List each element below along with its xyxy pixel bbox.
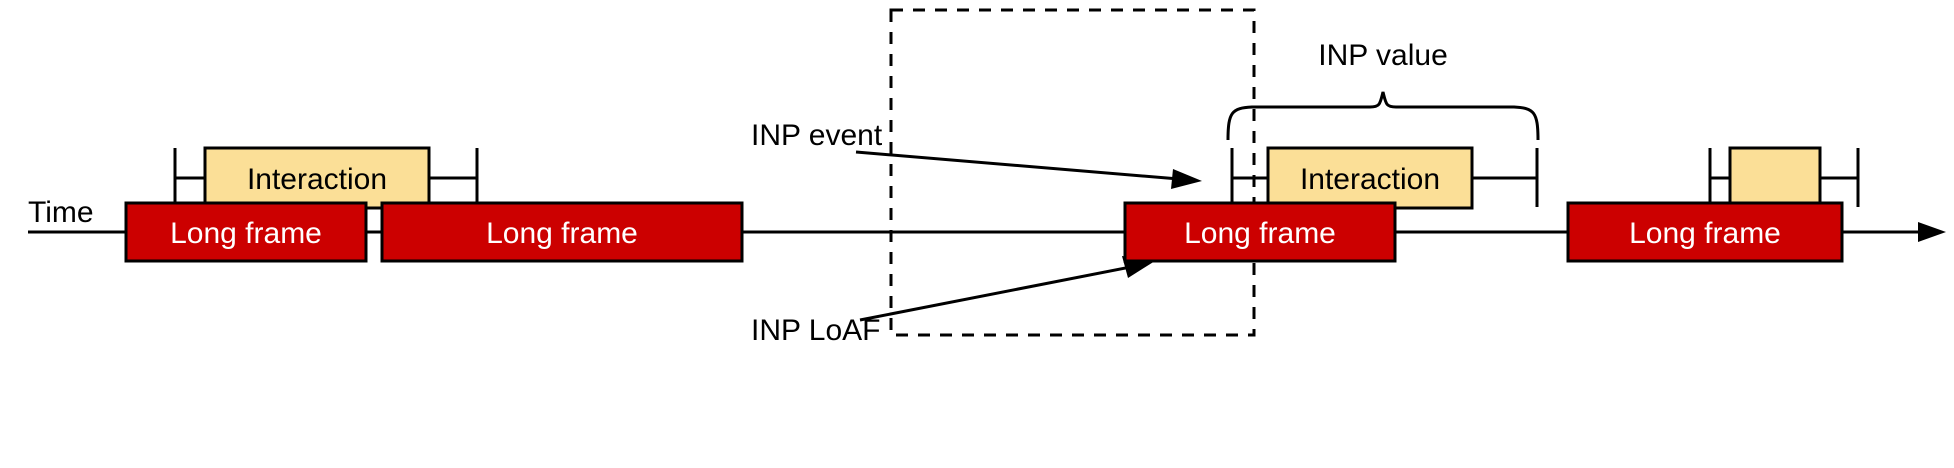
inp-event-leader-line [855,150,1192,182]
interaction-box-2[interactable] [1266,146,1474,210]
long-frame-3-label: Long frame [1184,217,1336,250]
long-frame-group-2: Long frame [380,201,744,263]
inp-value-label: INP value [1318,39,1448,72]
interaction-2-label: Interaction [1300,163,1440,196]
long-frame-box-3[interactable] [1123,201,1397,263]
inp-value-brace [1226,91,1540,141]
long-frame-box-1[interactable] [124,201,368,263]
long-frame-box-2[interactable] [380,201,744,263]
inp-loaf-leader-line [859,262,1147,322]
time-axis-label: Time [28,196,94,229]
interaction-group-3 [1708,146,1860,210]
interaction-group-2: Interaction [1230,146,1539,210]
inp-event-arrowhead-icon [1171,169,1202,189]
time-arrowhead-icon [1918,222,1946,242]
inp-highlight-region [889,8,1256,337]
interaction-box-3[interactable] [1728,146,1822,210]
interaction-group-1: Interaction [173,146,479,210]
long-frame-1-label: Long frame [170,217,322,250]
long-frame-group-4: Long frame [1566,201,1844,263]
long-frame-4-label: Long frame [1629,217,1781,250]
inp-event-label: INP event [751,119,883,152]
inp-loaf-label: INP LoAF [751,314,881,347]
long-frame-group-3: Long frame [1123,201,1397,263]
interaction-1-label: Interaction [247,163,387,196]
long-frame-group-1: Long frame [124,201,368,263]
long-frame-box-4[interactable] [1566,201,1844,263]
long-frame-2-label: Long frame [486,217,638,250]
